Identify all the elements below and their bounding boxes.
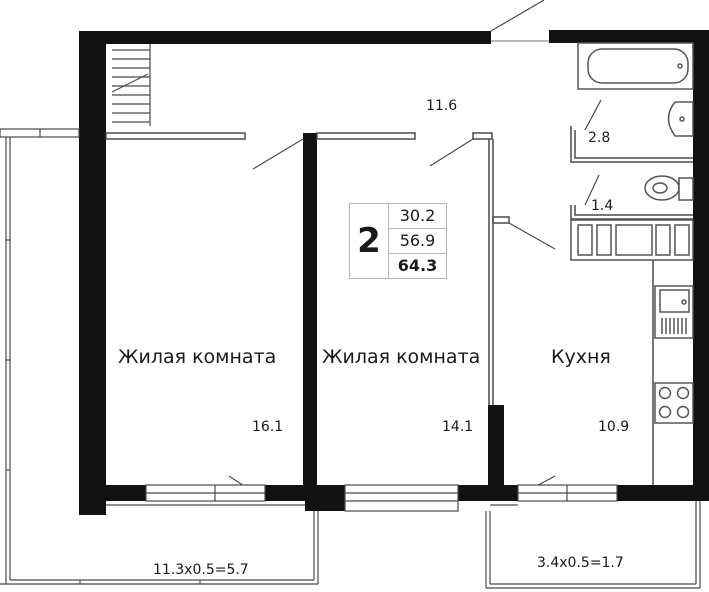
room-2-name: Жилая комната [322, 346, 481, 368]
kitchen-counter [570, 219, 694, 261]
room-1-name: Жилая комната [118, 346, 277, 368]
hall-area: 11.6 [426, 98, 458, 114]
kitchen-area: 10.9 [598, 419, 630, 435]
bathroom-area: 2.8 [588, 130, 611, 146]
rooms-count: 2 [350, 204, 389, 278]
partitions [105, 126, 693, 485]
washbasin [667, 101, 694, 137]
living-area: 30.2 [389, 204, 446, 229]
stove [654, 382, 694, 424]
windows [145, 484, 618, 512]
toilet-area: 1.4 [591, 198, 614, 214]
interior-walls [303, 133, 504, 500]
total-area-with-balconies: 64.3 [397, 256, 438, 275]
outer-walls [79, 30, 709, 515]
balcony-right-formula: 3.4x0.5=1.7 [537, 555, 624, 571]
room-2-area: 14.1 [442, 419, 474, 435]
kitchen-name: Кухня [551, 346, 611, 368]
kitchen-sink [654, 285, 694, 339]
total-area: 56.9 [389, 229, 446, 254]
right-balcony [485, 501, 701, 589]
stairs [111, 44, 151, 126]
balcony-left-formula: 11.3x0.5=5.7 [153, 562, 249, 578]
room-1-area: 16.1 [252, 419, 284, 435]
bathtub [577, 42, 694, 90]
left-balcony [0, 128, 319, 585]
area-summary-box: 2 30.2 56.9 64.3 [349, 203, 447, 279]
toilet [644, 175, 694, 201]
